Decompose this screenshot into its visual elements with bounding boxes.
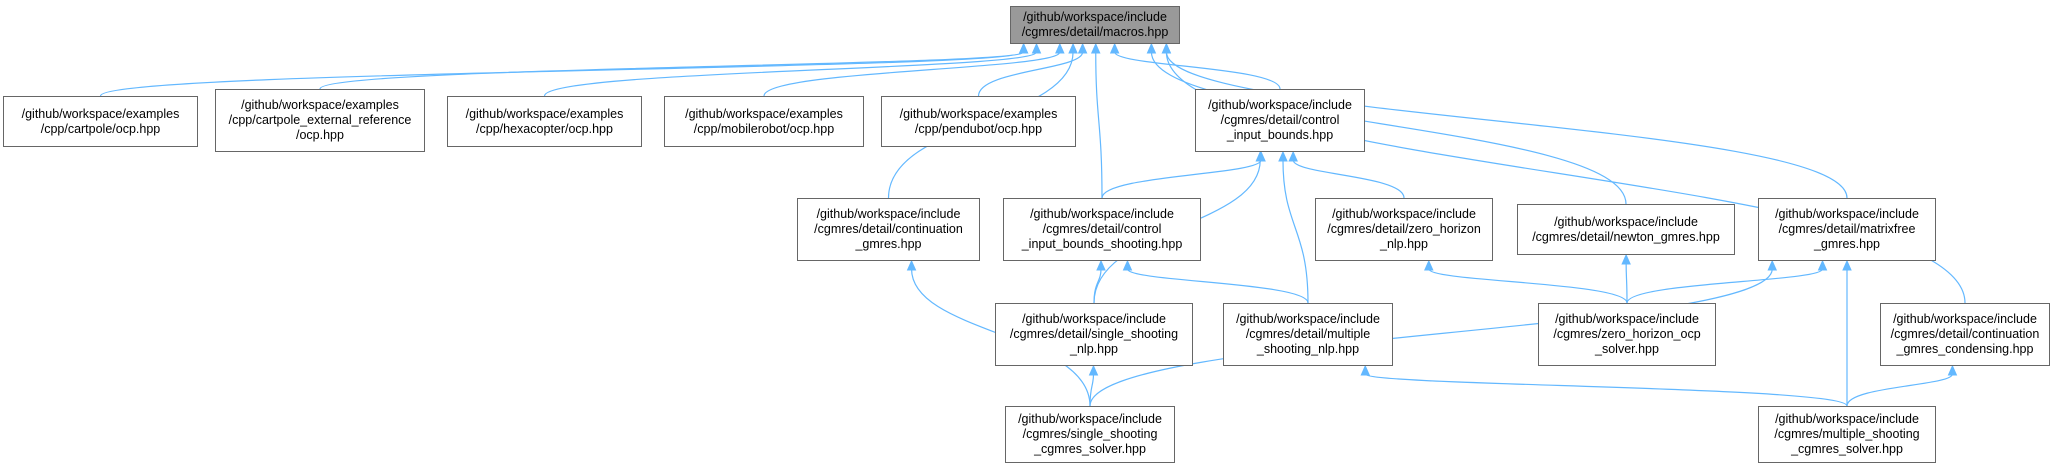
arrowhead-cartpole_ext-to-macros [1018, 42, 1029, 54]
edge-zero_solver-to-zero_horizon_nlp [1428, 268, 1628, 304]
arrowhead-multiple_nlp-to-control_bounds [1278, 150, 1288, 162]
arrowhead-pendubot-to-macros [1077, 42, 1088, 54]
file-node-control_bounds[interactable]: /github/workspace/include /cgmres/detail… [1195, 89, 1365, 152]
arrowhead-cont_condensing-to-macros [1161, 42, 1172, 54]
arrowhead-single_solver-to-cont_gmres [906, 259, 917, 271]
arrowhead-single_solver-to-matrixfree [1767, 259, 1778, 271]
file-node-hexacopter[interactable]: /github/workspace/examples /cpp/hexacopt… [447, 96, 642, 147]
edge-cartpole_ext-to-macros [319, 51, 1025, 90]
arrowhead-single_solver-to-single_nlp [1088, 364, 1099, 376]
edge-mobilerobot-to-macros [763, 51, 1061, 97]
edge-multiple_nlp-to-control_bounds_shooting [1126, 268, 1309, 304]
arrowhead-control_bounds_shooting-to-macros [1090, 42, 1101, 54]
edge-control_bounds_shooting-to-control_bounds [1101, 159, 1262, 199]
file-node-cont_gmres[interactable]: /github/workspace/include /cgmres/detail… [797, 198, 980, 261]
file-node-cont_condensing[interactable]: /github/workspace/include /cgmres/detail… [1880, 303, 2050, 366]
edge-single_solver-to-single_nlp [1089, 373, 1095, 407]
edge-newton_gmres-to-macros [1150, 51, 1627, 205]
file-node-cartpole_ext[interactable]: /github/workspace/examples /cpp/cartpole… [215, 89, 425, 152]
arrowhead-zero_solver-to-newton_gmres [1621, 253, 1631, 265]
arrowhead-newton_gmres-to-macros [1146, 42, 1157, 54]
arrowhead-multiple_solver-to-multiple_nlp [1360, 364, 1371, 376]
arrowhead-single_nlp-to-control_bounds [1255, 150, 1266, 162]
arrowhead-multiple_solver-to-cont_condensing [1947, 364, 1958, 376]
arrowhead-zero_solver-to-matrixfree [1817, 259, 1828, 271]
file-node-newton_gmres[interactable]: /github/workspace/include /cgmres/detail… [1517, 204, 1735, 255]
edge-multiple_solver-to-multiple_nlp [1364, 373, 1848, 407]
file-node-matrixfree[interactable]: /github/workspace/include /cgmres/detail… [1758, 198, 1936, 261]
file-node-mobilerobot[interactable]: /github/workspace/examples /cpp/mobilero… [664, 96, 864, 147]
edge-multiple_nlp-to-control_bounds [1282, 159, 1309, 304]
arrowhead-cont_gmres-to-macros [1068, 42, 1078, 54]
root-node-macros: /github/workspace/include /cgmres/detail… [1010, 6, 1180, 44]
file-node-single_solver[interactable]: /github/workspace/include /cgmres/single… [1005, 406, 1175, 463]
arrowhead-zero_solver-to-zero_horizon_nlp [1424, 259, 1434, 271]
edge-hexacopter-to-macros [543, 51, 1038, 97]
file-node-pendubot[interactable]: /github/workspace/examples /cpp/pendubot… [881, 96, 1076, 147]
edge-single_solver-to-matrixfree [1089, 268, 1773, 407]
arrowhead-mobilerobot-to-macros [1055, 42, 1065, 54]
edge-zero_solver-to-newton_gmres [1625, 262, 1628, 304]
file-node-zero_solver[interactable]: /github/workspace/include /cgmres/zero_h… [1538, 303, 1716, 366]
file-node-single_nlp[interactable]: /github/workspace/include /cgmres/detail… [995, 303, 1193, 366]
edge-matrixfree-to-macros [1165, 51, 1848, 199]
file-node-zero_horizon_nlp[interactable]: /github/workspace/include /cgmres/detail… [1315, 198, 1493, 261]
arrowhead-control_bounds-to-macros [1109, 42, 1120, 54]
edge-multiple_solver-to-cont_condensing [1846, 373, 1954, 407]
edge-pendubot-to-macros [977, 51, 1084, 97]
file-node-multiple_nlp[interactable]: /github/workspace/include /cgmres/detail… [1223, 303, 1393, 366]
file-node-multiple_solver[interactable]: /github/workspace/include /cgmres/multip… [1758, 406, 1936, 463]
edge-control_bounds_shooting-to-macros [1095, 51, 1103, 199]
arrowhead-hexacopter-to-macros [1031, 42, 1042, 54]
file-node-cartpole[interactable]: /github/workspace/examples /cpp/cartpole… [3, 96, 198, 147]
edge-zero_solver-to-matrixfree [1626, 268, 1824, 304]
file-node-control_bounds_shooting[interactable]: /github/workspace/include /cgmres/detail… [1003, 198, 1201, 261]
edge-zero_horizon_nlp-to-control_bounds [1292, 159, 1405, 199]
arrowhead-single_nlp-to-control_bounds_shooting [1096, 259, 1106, 271]
edge-single_nlp-to-control_bounds_shooting [1093, 268, 1102, 304]
edge-control_bounds-to-macros [1114, 51, 1281, 90]
arrowhead-multiple_solver-to-matrixfree [1842, 259, 1852, 271]
arrowhead-zero_horizon_nlp-to-control_bounds [1288, 150, 1298, 162]
arrowhead-multiple_nlp-to-control_bounds_shooting [1122, 259, 1133, 271]
